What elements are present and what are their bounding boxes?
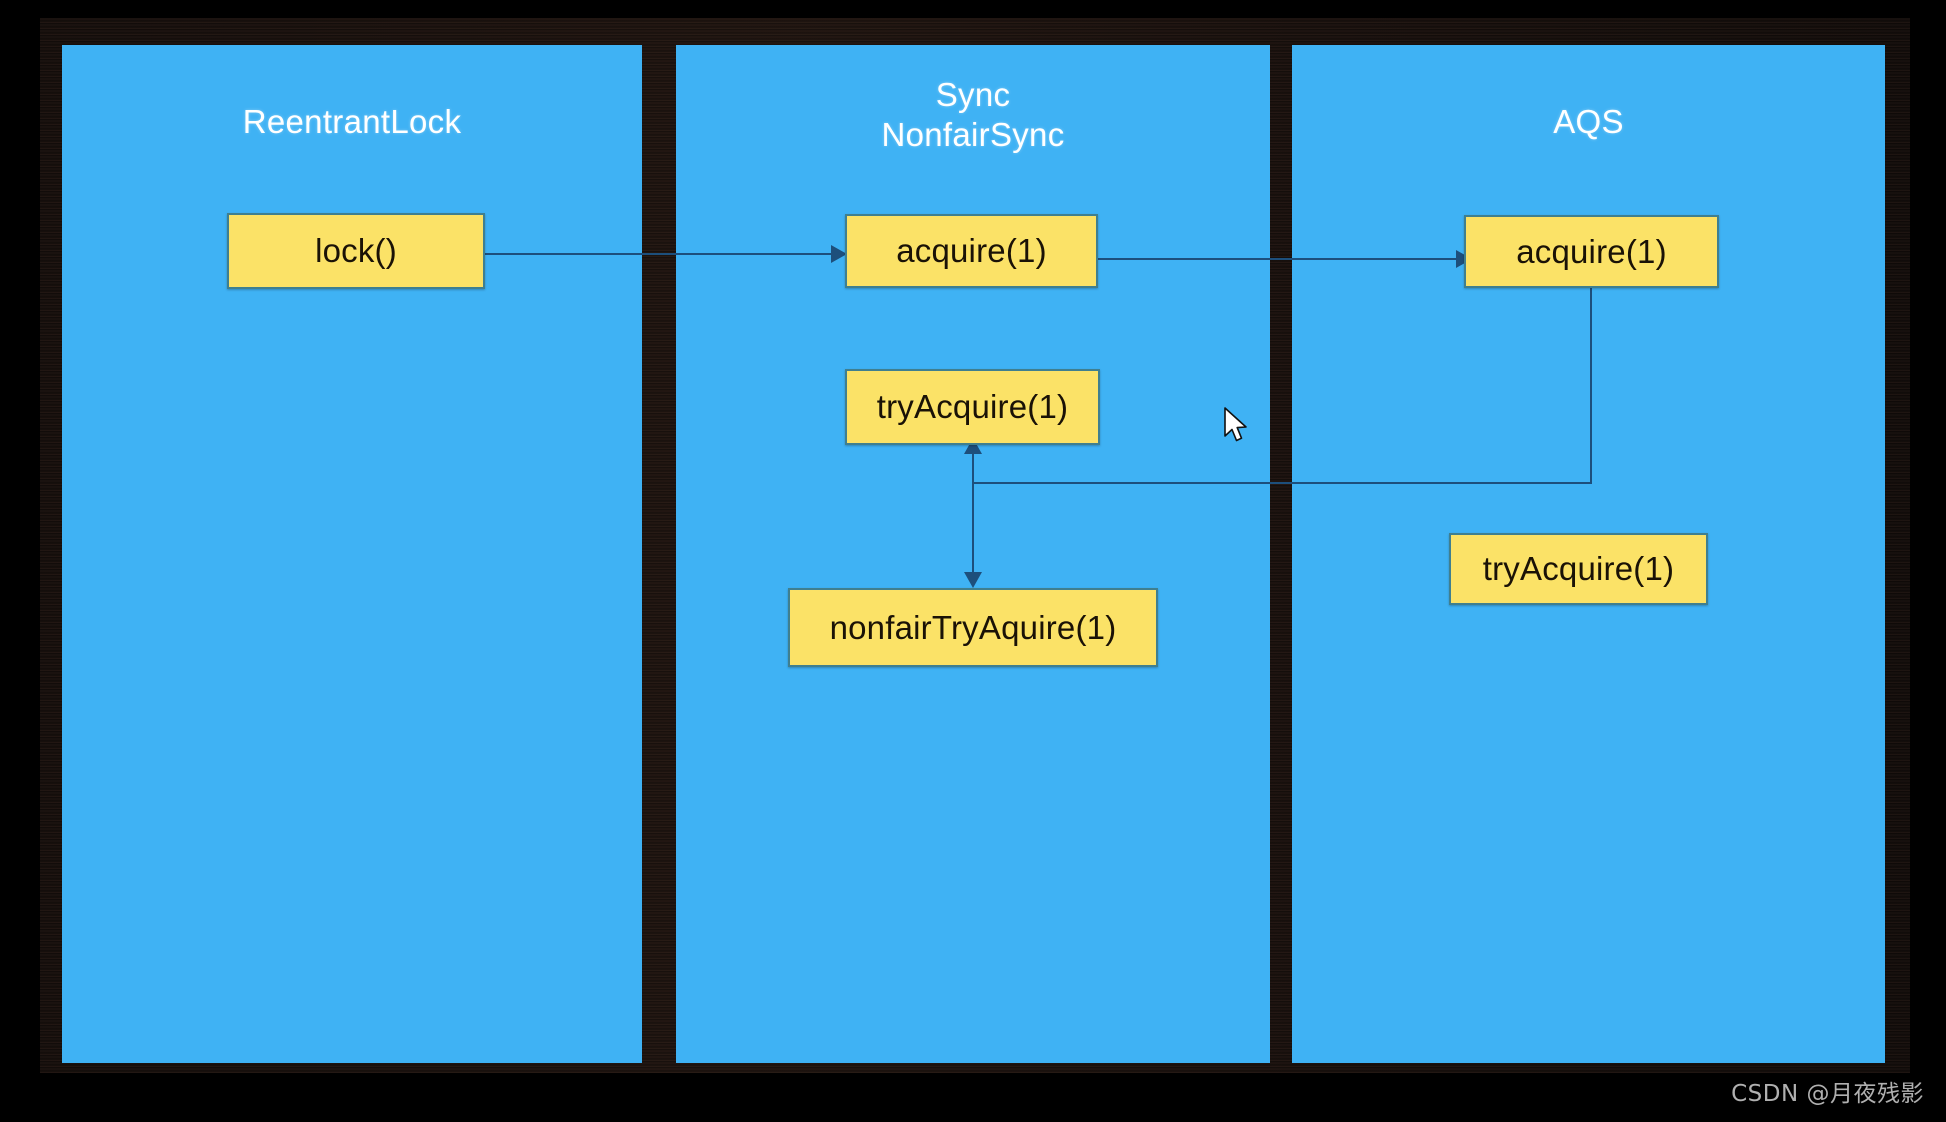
connector-aqs-acquire-down bbox=[1590, 287, 1592, 483]
node-aqs-acquire[interactable]: acquire(1) bbox=[1464, 215, 1719, 288]
panel-reentrantlock: ReentrantLock bbox=[62, 45, 642, 1063]
panel-title-aqs: AQS bbox=[1553, 103, 1624, 140]
connector-aqs-to-sync-tryacquire bbox=[973, 482, 1592, 484]
connector-tryacquire-nonfair-line bbox=[972, 450, 974, 580]
node-sync-tryacquire[interactable]: tryAcquire(1) bbox=[845, 369, 1100, 445]
connector-lock-to-sync-acquire bbox=[485, 253, 835, 255]
panel-title-reentrantlock: ReentrantLock bbox=[242, 103, 462, 140]
mouse-pointer-icon bbox=[1223, 407, 1249, 445]
node-lock[interactable]: lock() bbox=[227, 213, 485, 289]
node-sync-nonfair-tryacquire[interactable]: nonfairTryAquire(1) bbox=[788, 588, 1158, 667]
arrowhead-lock-to-sync-acquire bbox=[831, 245, 847, 263]
node-aqs-tryacquire[interactable]: tryAcquire(1) bbox=[1449, 533, 1708, 605]
panel-title-sync: Sync NonfairSync bbox=[881, 76, 1065, 153]
node-sync-acquire[interactable]: acquire(1) bbox=[845, 214, 1098, 288]
connector-sync-acquire-to-aqs-acquire bbox=[1098, 258, 1460, 260]
csdn-watermark: CSDN @月夜残影 bbox=[1731, 1081, 1924, 1107]
arrowhead-down-to-nonfair-tryacquire bbox=[964, 572, 982, 588]
